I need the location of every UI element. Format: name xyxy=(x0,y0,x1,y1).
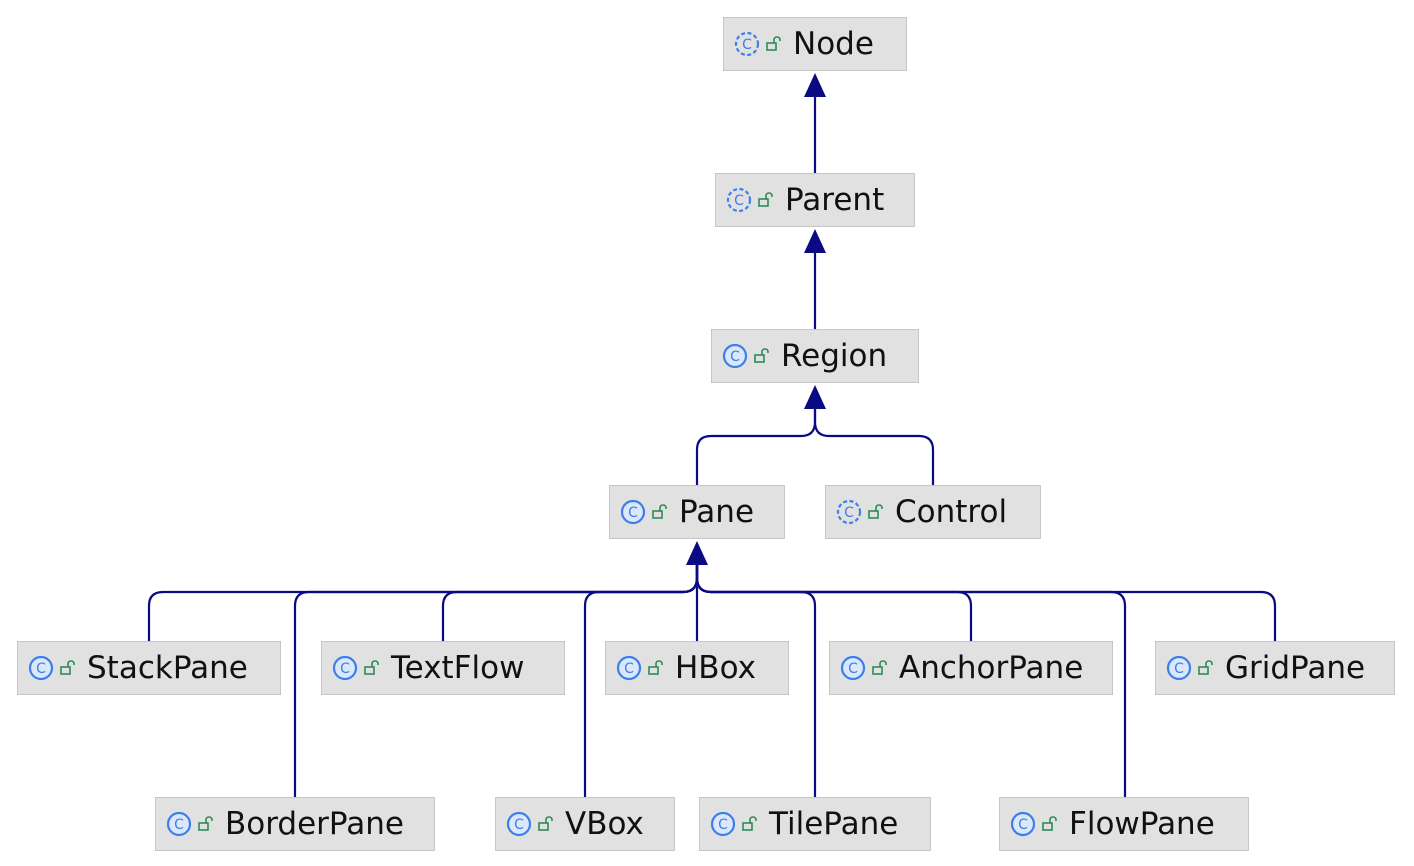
svg-text:C: C xyxy=(340,661,350,677)
edge-vbox-pane xyxy=(583,564,699,797)
class-label: Parent xyxy=(785,181,885,218)
class-label: FlowPane xyxy=(1069,805,1215,842)
class-label: Pane xyxy=(679,493,755,530)
public-lock-icon xyxy=(648,660,663,675)
public-lock-icon xyxy=(758,192,773,207)
public-lock-icon xyxy=(60,660,75,675)
edge-anchorpane-pane xyxy=(695,564,973,641)
svg-text:C: C xyxy=(514,817,524,833)
svg-text:C: C xyxy=(174,817,184,833)
public-lock-icon xyxy=(742,816,757,831)
class-label: BorderPane xyxy=(225,805,404,842)
class-label: VBox xyxy=(565,805,644,842)
svg-text:C: C xyxy=(844,505,854,521)
class-node-node[interactable]: C Node xyxy=(723,17,907,71)
public-lock-icon xyxy=(652,504,667,519)
class-node-flowpane[interactable]: C FlowPane xyxy=(999,797,1249,851)
svg-text:C: C xyxy=(628,505,638,521)
class-node-hbox[interactable]: C HBox xyxy=(605,641,789,695)
svg-text:C: C xyxy=(1018,817,1028,833)
class-label: GridPane xyxy=(1225,649,1366,686)
public-lock-icon xyxy=(872,660,887,675)
svg-text:C: C xyxy=(734,193,744,209)
class-icon: C xyxy=(616,655,642,681)
public-lock-icon xyxy=(538,816,553,831)
svg-text:C: C xyxy=(718,817,728,833)
edge-gridpane-pane xyxy=(695,564,1277,641)
svg-text:C: C xyxy=(1174,661,1184,677)
class-label: Node xyxy=(793,25,874,62)
class-label: AnchorPane xyxy=(899,649,1084,686)
class-label: StackPane xyxy=(87,649,248,686)
public-lock-icon xyxy=(1042,816,1057,831)
class-icon: C xyxy=(332,655,358,681)
class-node-gridpane[interactable]: C GridPane xyxy=(1155,641,1395,695)
abstract-class-icon: C xyxy=(726,187,752,213)
abstract-class-icon: C xyxy=(836,499,862,525)
arrowhead-pane xyxy=(686,541,708,565)
class-node-control[interactable]: C Control xyxy=(825,485,1041,539)
class-node-textflow[interactable]: C TextFlow xyxy=(321,641,565,695)
svg-text:C: C xyxy=(36,661,46,677)
class-label: TilePane xyxy=(769,805,899,842)
edge-flowpane-pane xyxy=(695,564,1127,797)
public-lock-icon xyxy=(198,816,213,831)
class-node-parent[interactable]: C Parent xyxy=(715,173,915,227)
public-lock-icon xyxy=(1198,660,1213,675)
class-node-pane[interactable]: C Pane xyxy=(609,485,785,539)
class-label: Region xyxy=(781,337,888,374)
class-icon: C xyxy=(1166,655,1192,681)
class-label: Control xyxy=(895,493,1008,530)
arrowhead-parent xyxy=(804,229,826,253)
class-icon: C xyxy=(166,811,192,837)
class-icon: C xyxy=(722,343,748,369)
class-node-borderpane[interactable]: C BorderPane xyxy=(155,797,435,851)
class-icon: C xyxy=(710,811,736,837)
arrowhead-region xyxy=(804,385,826,409)
class-icon: C xyxy=(506,811,532,837)
public-lock-icon xyxy=(754,348,769,363)
class-node-anchorpane[interactable]: C AnchorPane xyxy=(829,641,1113,695)
edge-control-region xyxy=(813,408,935,485)
public-lock-icon xyxy=(364,660,379,675)
class-icon: C xyxy=(840,655,866,681)
svg-text:C: C xyxy=(624,661,634,677)
edge-pane-region xyxy=(695,408,817,485)
edge-textflow-pane xyxy=(441,564,699,641)
class-label: HBox xyxy=(675,649,756,686)
svg-text:C: C xyxy=(742,37,752,53)
class-icon: C xyxy=(28,655,54,681)
svg-text:C: C xyxy=(848,661,858,677)
svg-text:C: C xyxy=(730,349,740,365)
class-node-stackpane[interactable]: C StackPane xyxy=(17,641,281,695)
class-icon: C xyxy=(1010,811,1036,837)
class-node-vbox[interactable]: C VBox xyxy=(495,797,675,851)
abstract-class-icon: C xyxy=(734,31,760,57)
arrowhead-node xyxy=(804,73,826,97)
class-label: TextFlow xyxy=(391,649,525,686)
public-lock-icon xyxy=(868,504,883,519)
class-node-region[interactable]: C Region xyxy=(711,329,919,383)
class-node-tilepane[interactable]: C TilePane xyxy=(699,797,931,851)
public-lock-icon xyxy=(766,36,781,51)
edge-stackpane-pane xyxy=(147,564,699,641)
class-icon: C xyxy=(620,499,646,525)
